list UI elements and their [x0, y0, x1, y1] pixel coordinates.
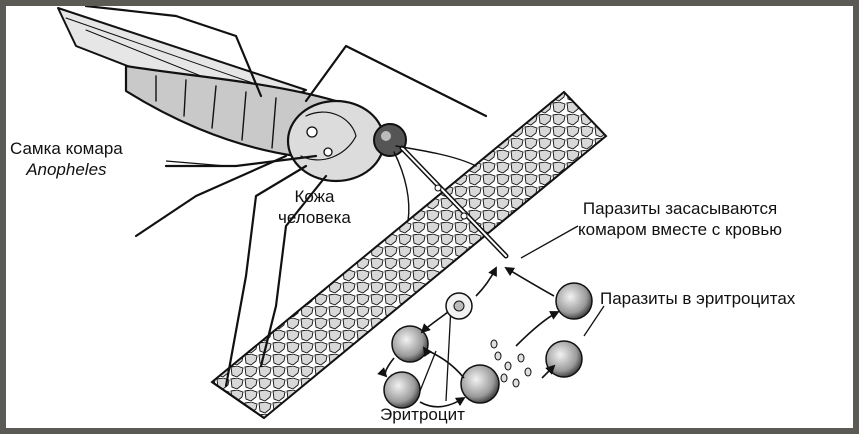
parasites-sucked-label: Паразиты засасываются комаром вместе с к…	[578, 198, 782, 240]
mosquito-label: Самка комара Anopheles	[10, 138, 123, 180]
erythrocyte-label: Эритроцит	[380, 404, 465, 425]
skin-label-line1: Кожа	[278, 186, 351, 207]
erythrocyte-infected-right	[546, 341, 582, 377]
skin-label-line2: человека	[278, 207, 351, 228]
erythrocyte-bursting	[461, 365, 499, 403]
erythrocyte-infected-top-right	[556, 283, 592, 319]
erythrocytes	[384, 283, 592, 408]
parasites-sucked-line1: Паразиты засасываются	[578, 198, 782, 219]
mosquito-label-line1: Самка комара	[10, 138, 123, 159]
parasites-sucked-line2: комаром вместе с кровью	[578, 219, 782, 240]
erythrocyte-infected-bottom-left	[384, 372, 420, 408]
diagram-frame: Самка комара Anopheles Кожа человека Пар…	[6, 6, 853, 428]
skin-label: Кожа человека	[278, 186, 351, 228]
parasites-in-rbc-label: Паразиты в эритроцитах	[600, 288, 795, 309]
mosquito-species-name: Anopheles	[10, 159, 123, 180]
